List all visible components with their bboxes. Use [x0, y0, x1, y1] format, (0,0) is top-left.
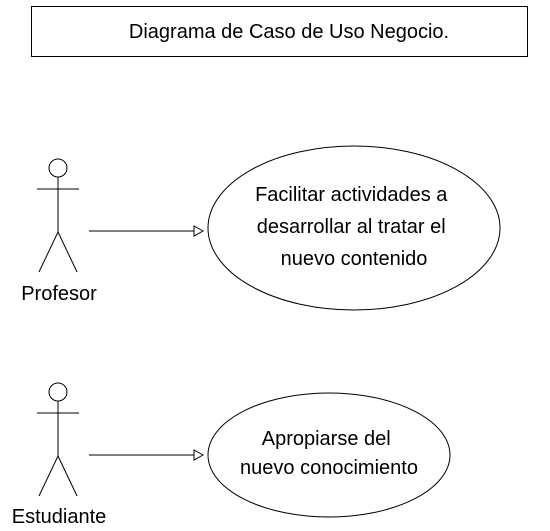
use-case-1-text: Facilitar actividades a desarrollar al t… — [255, 184, 453, 270]
use-case-1-line-3: nuevo contenido — [281, 248, 428, 270]
use-case-1: Facilitar actividades a desarrollar al t… — [207, 145, 501, 311]
association-arrow-2 — [89, 449, 205, 461]
use-case-2-text: Apropiarse del nuevo conocimiento — [240, 428, 418, 479]
use-case-1-line-2: desarrollar al tratar el — [257, 216, 446, 238]
title-box — [31, 6, 528, 57]
arrow-head-icon — [193, 449, 205, 461]
arrow-head-icon — [193, 225, 205, 237]
diagram-title: Diagrama de Caso de Uso Negocio. — [31, 6, 528, 57]
use-case-2: Apropiarse del nuevo conocimiento — [207, 392, 451, 518]
actor-profesor: Profesor — [21, 158, 97, 305]
actor-label-estudiante: Estudiante — [12, 506, 107, 528]
stick-figure-icon — [37, 382, 79, 497]
actor-label-profesor: Profesor — [21, 283, 97, 305]
use-case-ellipse — [207, 145, 501, 311]
stick-figure-icon — [37, 158, 79, 273]
association-arrow-1 — [89, 225, 205, 237]
use-case-2-line-1: Apropiarse del — [262, 428, 391, 450]
title-text: Diagrama de Caso de Uso Negocio. — [129, 21, 449, 43]
use-case-2-line-2: nuevo conocimiento — [240, 457, 418, 479]
use-case-1-line-1: Facilitar actividades a — [255, 184, 448, 206]
actor-estudiante: Estudiante — [12, 382, 107, 528]
use-case-ellipse — [207, 392, 451, 518]
